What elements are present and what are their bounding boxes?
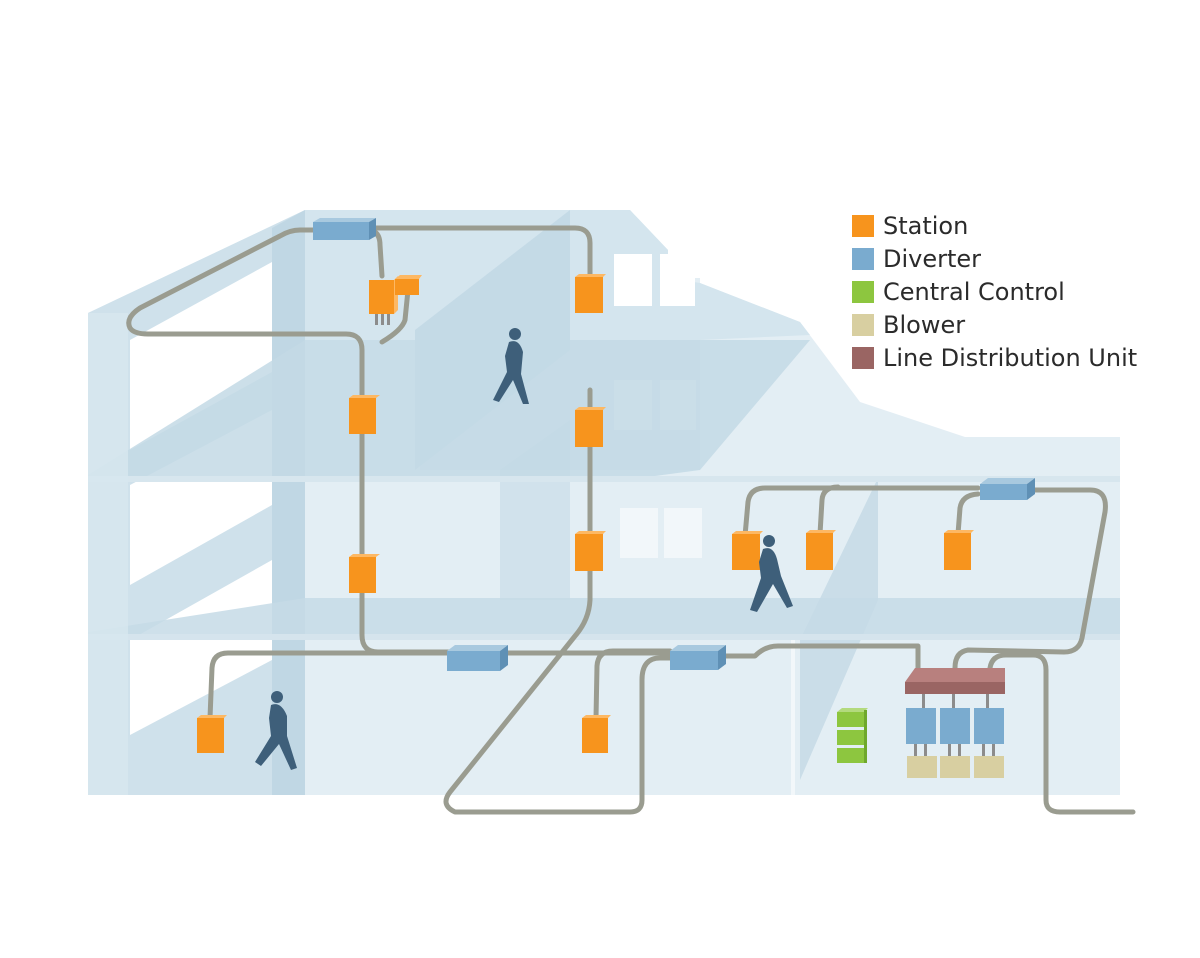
window [664, 508, 702, 558]
people [255, 328, 793, 770]
blower [974, 756, 1004, 778]
column [791, 640, 795, 795]
diverter [447, 645, 508, 671]
central-control [837, 708, 868, 763]
diverter [670, 645, 726, 670]
tube-line [443, 387, 675, 815]
tube-line [955, 491, 981, 537]
diverter [313, 218, 376, 240]
tube-line [593, 648, 673, 721]
column [88, 313, 128, 795]
floor-slab [88, 476, 1120, 482]
legend-label-blower: Blower [883, 311, 966, 340]
window [130, 560, 272, 735]
legend-item-station: Station [852, 209, 1137, 242]
legend-swatch-station [852, 214, 874, 237]
stations [197, 274, 974, 753]
legend-item-central-control: Central Control [852, 275, 1137, 308]
tube-line [379, 287, 411, 345]
tube-network [126, 225, 1136, 815]
window [660, 254, 695, 306]
blower [940, 756, 970, 778]
legend-label-diverter: Diverter [883, 244, 982, 273]
station [806, 530, 836, 570]
station [369, 276, 398, 325]
station [197, 715, 227, 753]
person-icon [493, 328, 529, 404]
window [130, 262, 272, 450]
person-icon [750, 535, 793, 612]
legend-item-line-distribution-unit: Line Distribution Unit [852, 342, 1137, 375]
station [395, 275, 422, 295]
person-icon [255, 691, 297, 770]
tube-line [370, 225, 593, 278]
station [349, 395, 380, 434]
tube-line [742, 485, 981, 539]
legend-swatch-blower [852, 314, 874, 337]
floor-slab [88, 598, 1120, 640]
station [582, 715, 611, 753]
tube-line [722, 643, 921, 671]
legend-label-central-control: Central Control [883, 277, 1065, 306]
legend: Station Diverter Central Control Blower … [852, 209, 1137, 375]
building-structure [88, 210, 1120, 795]
station [575, 531, 606, 571]
diverter [980, 478, 1035, 500]
legend-item-blower: Blower [852, 309, 1137, 342]
blowers [907, 756, 1004, 778]
floor-slab [88, 340, 810, 480]
window [620, 508, 658, 558]
station [944, 530, 974, 570]
tube-line [817, 484, 841, 537]
station [575, 407, 606, 447]
station [732, 531, 763, 570]
legend-label-station: Station [883, 211, 969, 240]
tube-line [207, 650, 451, 721]
legend-label-line-distribution-unit: Line Distribution Unit [883, 344, 1138, 373]
legend-swatch-central-control [852, 280, 874, 303]
tube-line [987, 652, 1136, 815]
station [575, 274, 606, 313]
tube-line [952, 487, 1108, 671]
legend-swatch-diverter [852, 247, 874, 270]
tube-line [126, 227, 451, 655]
blower [907, 756, 937, 778]
floor-slab [88, 634, 1120, 640]
diverters [313, 218, 1035, 671]
line-distribution-unit [905, 668, 1005, 708]
diverter-bank [906, 708, 1004, 756]
legend-swatch-line-distribution-unit [852, 347, 874, 370]
legend-item-diverter: Diverter [852, 242, 1137, 275]
station [349, 554, 380, 593]
window [614, 254, 652, 306]
